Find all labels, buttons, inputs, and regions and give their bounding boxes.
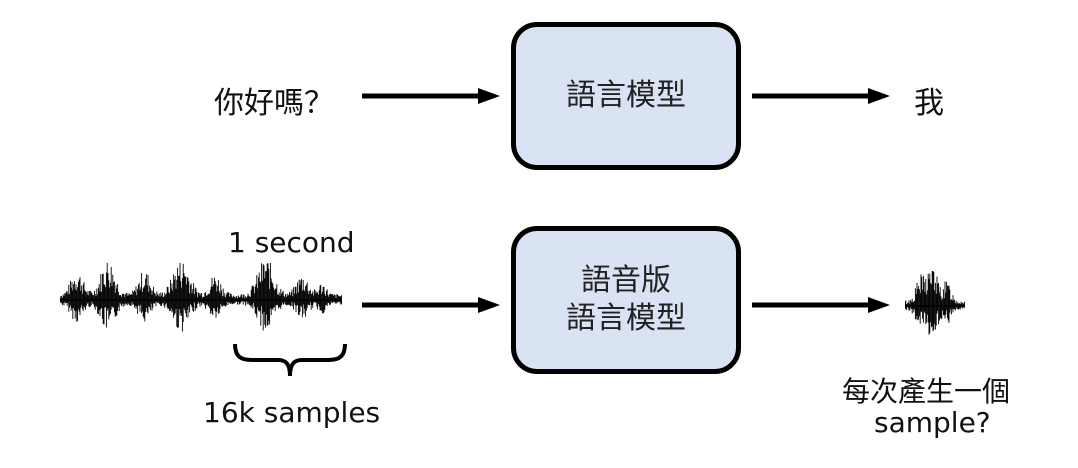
curly-brace-icon: [233, 343, 347, 377]
output-caption-line2: sample?: [874, 406, 991, 439]
audio-waveform-output: [905, 271, 965, 335]
output-text: 我: [914, 86, 944, 121]
speech-language-model-box: 語音版 語言模型: [511, 226, 741, 374]
input-text: 你好嗎？: [214, 86, 334, 121]
arrow-model-to-output: [752, 88, 890, 104]
output-caption-line1: 每次產生一個: [842, 375, 1011, 408]
arrow-audio-to-model: [362, 297, 500, 313]
speech-model-label-line2: 語言模型: [566, 301, 686, 336]
language-model-label: 語言模型: [566, 78, 686, 113]
arrow-model-to-sample: [752, 297, 890, 313]
samples-label: 16k samples: [203, 396, 381, 429]
duration-label: 1 second: [228, 226, 355, 259]
language-model-box: 語言模型: [511, 22, 741, 170]
arrow-input-to-model: [362, 88, 500, 104]
audio-waveform-input: [60, 263, 342, 332]
speech-model-label-line1: 語音版: [581, 263, 671, 298]
